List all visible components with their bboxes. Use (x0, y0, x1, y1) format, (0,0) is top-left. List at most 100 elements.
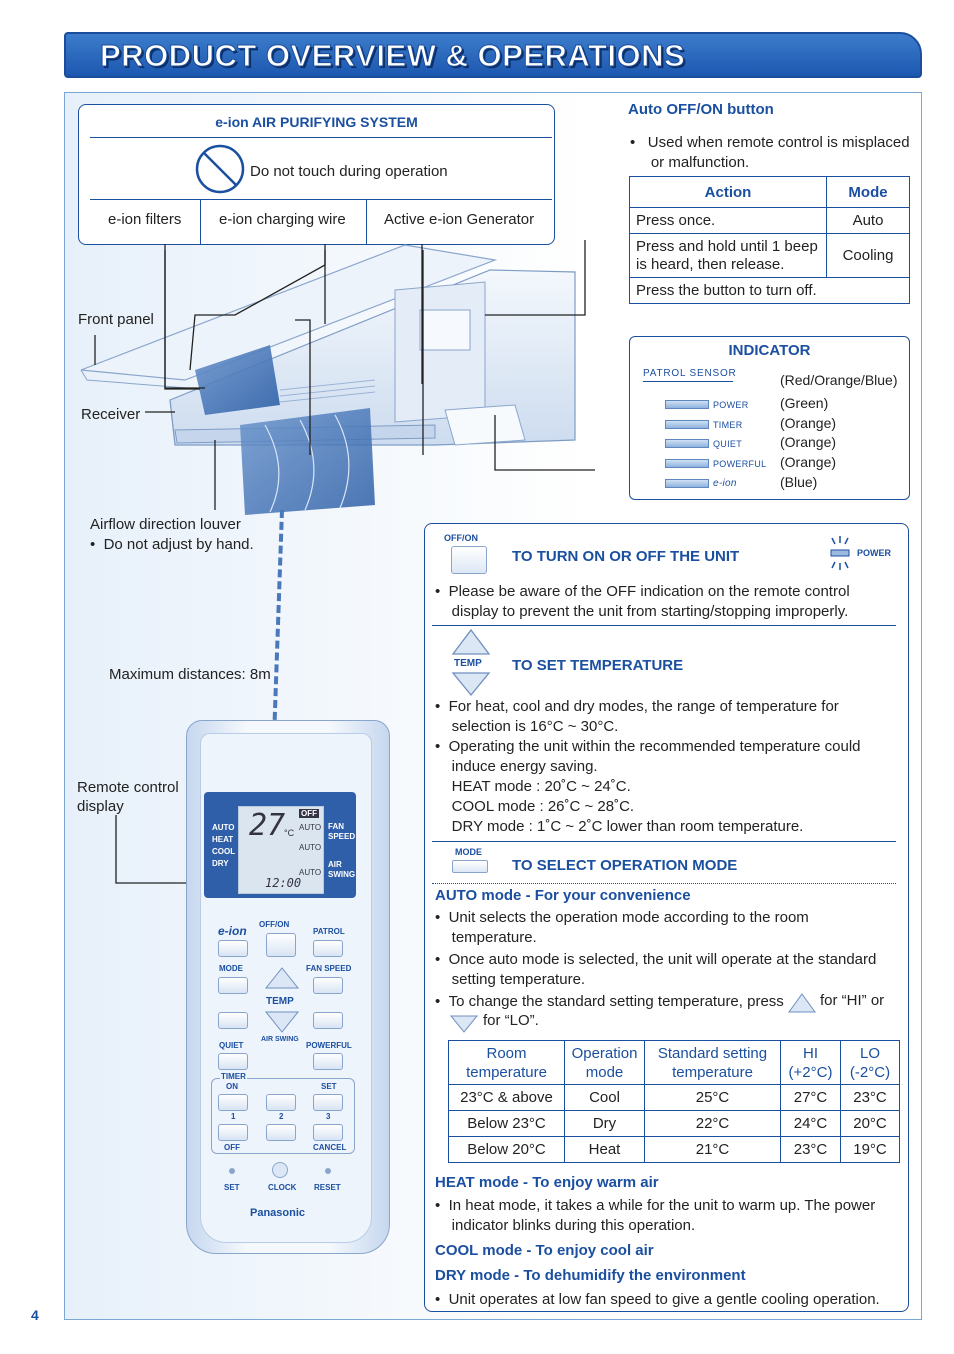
table-cell: Dry (564, 1110, 645, 1137)
ops-mode-button-icon (452, 860, 488, 873)
table-cell: 23°C (840, 1084, 900, 1111)
text: indicator blinks during this operation. (451, 1217, 696, 1234)
h: Standard setting (657, 1044, 768, 1062)
remote-timer-cancel-button[interactable] (313, 1124, 343, 1141)
ops-cool-title: COOL mode - To enjoy cool air (435, 1242, 654, 1259)
text: COOL mode : 26˚C ~ 28˚C. (451, 798, 635, 815)
divider (432, 625, 896, 626)
remote-timer-up-button[interactable] (266, 1094, 296, 1111)
front-panel-label: Front panel (78, 311, 154, 328)
text: To change the standard setting temperatu… (448, 993, 784, 1010)
remote-patrol-button[interactable] (313, 940, 343, 957)
remote-2-label: 2 (279, 1112, 284, 1121)
ops-temp-notes: • For heat, cool and dry modes, the rang… (435, 698, 861, 835)
indicator-box (629, 336, 910, 500)
auto-button-table: Action Mode Press once. Auto Press and h… (629, 176, 910, 304)
remote-timer-down-button[interactable] (266, 1124, 296, 1141)
ops-temp-up-icon (451, 628, 491, 655)
remote-clock-button[interactable] (272, 1162, 288, 1178)
ops-temp-title: TO SET TEMPERATURE (512, 657, 684, 674)
ops-turn-title: TO TURN ON OR OFF THE UNIT (512, 548, 740, 565)
remote-cancel-label: CANCEL (313, 1143, 347, 1152)
indoor-unit-illustration (80, 240, 595, 515)
table-header: HI(+2°C) (780, 1040, 841, 1085)
ops-turn-note: • Please be aware of the OFF indication … (435, 583, 850, 620)
louver-note: • Do not adjust by hand. (90, 536, 254, 553)
eion-part-wire: e-ion charging wire (219, 211, 346, 228)
ops-auto-notes: • Unit selects the operation mode accord… (435, 909, 809, 946)
text: Please be aware of the OFF indication on… (448, 583, 850, 600)
indicator-power-label: POWER (713, 400, 749, 410)
remote-timer-off-button[interactable] (218, 1124, 248, 1141)
h: temperature (672, 1063, 753, 1081)
h: Room (486, 1044, 527, 1062)
divider (432, 841, 896, 842)
indicator-eion-lamp (665, 479, 709, 488)
text: DRY mode : 1˚C ~ 2˚C lower than room tem… (451, 818, 804, 835)
remote-1-label: 1 (231, 1112, 236, 1121)
remote-timer-set-button[interactable] (313, 1094, 343, 1111)
table-cell: 20°C (840, 1110, 900, 1137)
table-row: Below 20°C Heat 21°C 23°C 19°C (448, 1136, 900, 1163)
lcd-swing-label: SWING (328, 870, 356, 879)
remote-powerful-label: POWERFUL (306, 1041, 352, 1050)
lcd-temperature: 27 (249, 808, 286, 843)
remote-set2-label: SET (224, 1183, 240, 1192)
remote-airswing-label: AIR SWING (261, 1036, 299, 1043)
remote-timer-on-button[interactable] (218, 1094, 248, 1111)
h: LO (859, 1044, 880, 1062)
header-banner (64, 32, 922, 78)
eion-part-generator: Active e-ion Generator (384, 211, 535, 228)
ops-power-label: POWER (857, 548, 892, 558)
remote-swing-h-button[interactable] (218, 1012, 248, 1029)
remote-reset-label: RESET (314, 1183, 341, 1192)
indicator-color-3: (Orange) (780, 434, 837, 450)
remote-temp-down-icon[interactable] (264, 1010, 300, 1034)
h: (-2°C) (849, 1063, 891, 1081)
eion-leader-lines (164, 244, 423, 390)
h: temperature (466, 1063, 547, 1081)
ops-auto-3b: for “HI” or (820, 992, 885, 1009)
remote-off-label: OFF (224, 1143, 240, 1152)
eion-part-filters: e-ion filters (108, 211, 182, 228)
louver-note-text: Do not adjust by hand. (103, 536, 254, 553)
remote-offon-button[interactable] (266, 933, 296, 957)
remote-reset-dot[interactable] (325, 1168, 331, 1174)
remote-clock-label: CLOCK (268, 1183, 297, 1192)
table-cell: 25°C (644, 1084, 781, 1111)
table-row: Below 23°C Dry 22°C 24°C 20°C (448, 1110, 900, 1137)
remote-mode-button[interactable] (218, 977, 248, 994)
text: In heat mode, it takes a while for the u… (448, 1197, 876, 1214)
remote-set-dot[interactable] (229, 1168, 235, 1174)
table-cell: Heat (564, 1136, 645, 1163)
remote-set-label: SET (321, 1082, 337, 1091)
ops-dry-title: DRY mode - To dehumidify the environment (435, 1267, 746, 1284)
remote-on-label: ON (226, 1082, 238, 1091)
remote-temp-up-icon[interactable] (264, 966, 300, 990)
ops-temp-label: TEMP (454, 658, 482, 669)
table-cell: Cool (564, 1084, 645, 1111)
text: setting temperature. (451, 971, 586, 988)
remote-powerful-button[interactable] (313, 1053, 343, 1070)
ops-auto-notes-2: • Once auto mode is selected, the unit w… (435, 951, 877, 988)
remote-timer-panel (211, 1078, 355, 1154)
table-header: Action (629, 176, 827, 208)
remote-fanspeed-button[interactable] (313, 977, 343, 994)
table-cell: 21°C (644, 1136, 781, 1163)
eion-box-title: e-ion AIR PURIFYING SYSTEM (215, 114, 418, 130)
table-header: LO(-2°C) (840, 1040, 900, 1085)
ops-mode-label: MODE (455, 847, 482, 857)
table-cell: Press the button to turn off. (629, 277, 910, 304)
remote-display-label-2: display (77, 798, 124, 815)
remote-quiet-button[interactable] (218, 1053, 248, 1070)
ops-heat-title: HEAT mode - To enjoy warm air (435, 1174, 659, 1191)
indicator-color-1: (Green) (780, 395, 829, 411)
remote-swing-v-button[interactable] (313, 1012, 343, 1029)
remote-eion-button[interactable] (218, 940, 248, 957)
remote-mode-label: MODE (219, 964, 243, 973)
h: Operation (571, 1044, 638, 1062)
table-cell: 24°C (780, 1110, 841, 1137)
lcd-auto-1: AUTO (299, 823, 322, 832)
